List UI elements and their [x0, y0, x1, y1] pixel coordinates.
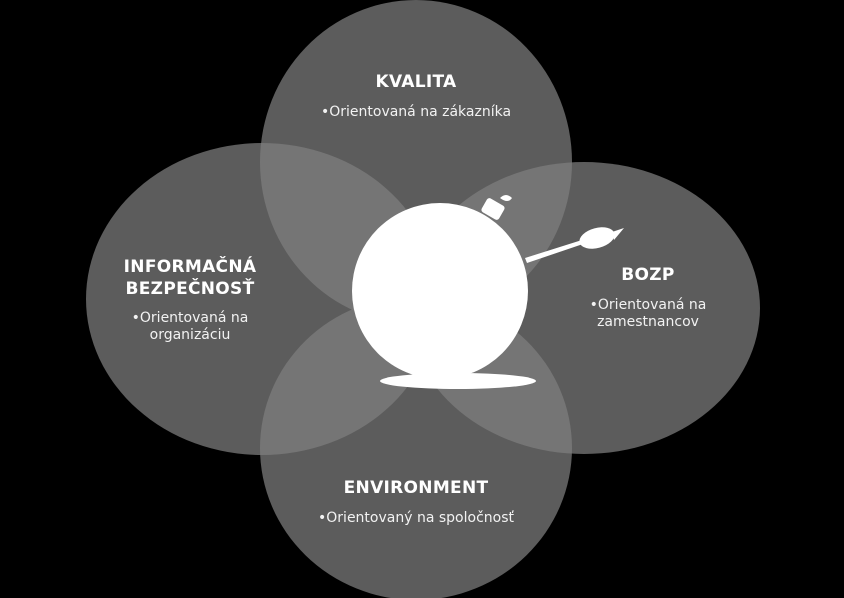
bomb-with-fuse-icon [352, 195, 624, 389]
bomb-fuse-flame [579, 227, 615, 249]
bozp-title: BOZP [621, 265, 675, 285]
bozp-bullet-line-1: Orientovaná na [548, 297, 748, 314]
bomb-shadow [380, 373, 536, 389]
bozp-bullet: Orientovaná na zamestnancov [548, 297, 748, 331]
informacna-title-line-2: BEZPEČNOSŤ [125, 279, 255, 299]
bomb-body [352, 203, 528, 379]
bullet-icon [318, 510, 326, 526]
environment-bullet-text: Orientovaný na spoločnosť [326, 510, 514, 526]
environment-bullet: Orientovaný na spoločnosť [256, 510, 576, 527]
kvalita-title: KVALITA [375, 72, 457, 92]
bozp-bullet-text: Orientovaná na [597, 297, 707, 313]
bomb-fuse-stick [525, 240, 583, 263]
informacna-bullet-line-1: Orientovaná na [90, 310, 290, 327]
kvalita-bullet: Orientovaná na zákazníka [266, 104, 566, 121]
bozp-bullet-line-2: zamestnancov [597, 314, 699, 330]
bullet-icon [321, 104, 329, 120]
bullet-icon [132, 310, 140, 326]
informacna-bullet: Orientovaná na organizáciu [90, 310, 290, 344]
bullet-icon [590, 297, 598, 313]
bomb-fuse-tip [500, 195, 512, 201]
kvalita-bullet-text: Orientovaná na zákazníka [329, 104, 512, 120]
informacna-title: INFORMAČNÁ BEZPEČNOSŤ [90, 256, 290, 300]
informacna-bullet-text: Orientovaná na [139, 310, 249, 326]
informacna-title-line-1: INFORMAČNÁ [123, 257, 257, 277]
bomb-cap [481, 198, 505, 220]
environment-title: ENVIRONMENT [343, 478, 489, 498]
bomb-fuse-spark [612, 228, 624, 240]
ellipse-environment [260, 296, 572, 598]
informacna-bullet-line-2: organizáciu [149, 327, 231, 343]
